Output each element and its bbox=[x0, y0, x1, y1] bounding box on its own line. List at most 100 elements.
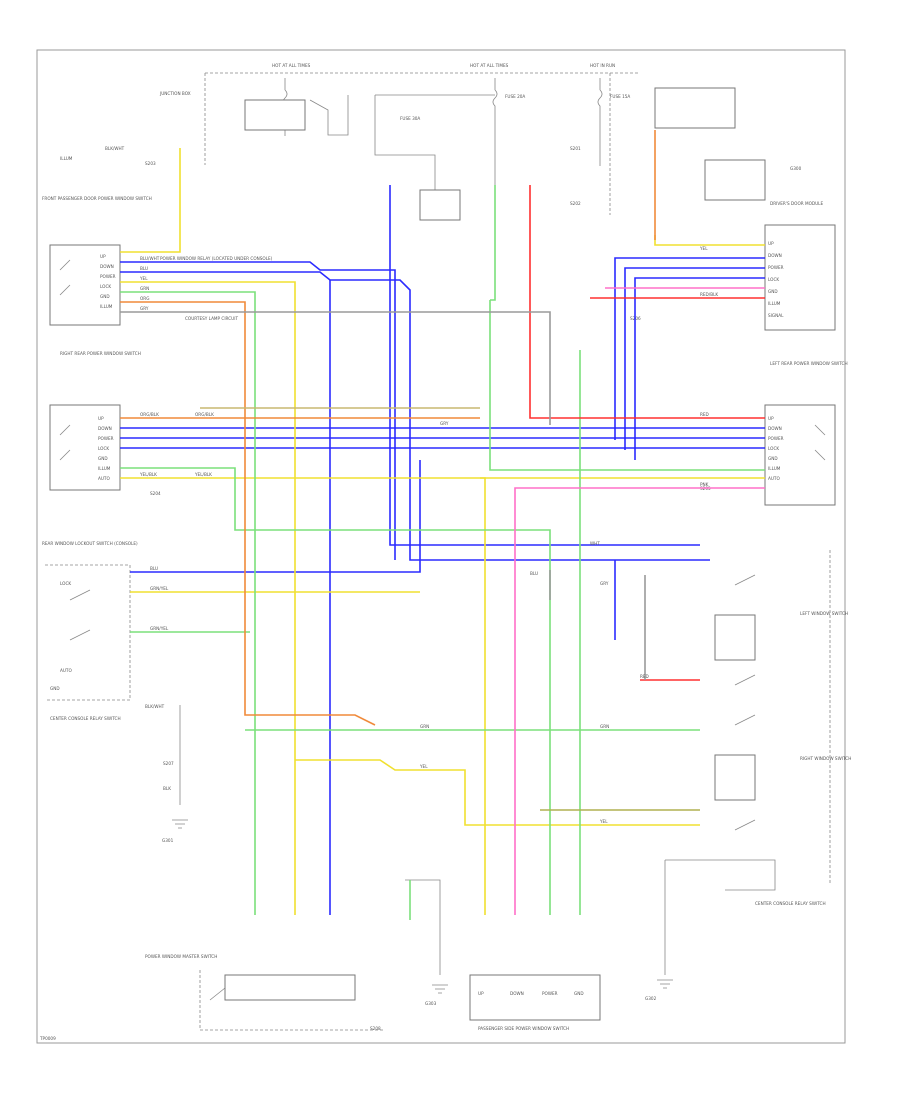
power-window-relay bbox=[244, 99, 306, 131]
rr-pin-illum: ILLUM bbox=[98, 466, 111, 471]
corner-label: TP0009 bbox=[39, 1036, 56, 1041]
pp-pin-1: UP bbox=[478, 991, 484, 996]
rl-ground-label: G301 bbox=[162, 838, 174, 843]
rl-wire: BLK/WHT bbox=[145, 704, 165, 709]
fp-pin-illum: ILLUM bbox=[100, 304, 113, 309]
fp-switch-contacts bbox=[59, 259, 71, 296]
wire-orange-1 bbox=[120, 301, 376, 726]
wc-23: GRY bbox=[600, 581, 609, 586]
fp-courtesy: COURTESY LAMP CIRCUIT bbox=[185, 316, 238, 321]
passenger-panel-label: PASSENGER SIDE POWER WINDOW SWITCH bbox=[478, 1026, 569, 1031]
wc-13: RED bbox=[700, 412, 709, 417]
wc-25: BLU bbox=[530, 571, 538, 576]
wire-yellow-5 bbox=[295, 759, 700, 826]
pp-pin-4: GND bbox=[574, 991, 584, 996]
rear-lockout-contacts bbox=[69, 589, 91, 641]
left-rear-switch bbox=[764, 404, 836, 506]
lr-pin-gnd: GND bbox=[768, 456, 778, 461]
wc-15: BLU bbox=[150, 566, 158, 571]
master-switch-box bbox=[224, 974, 356, 1001]
wc-6: GRY bbox=[140, 306, 149, 311]
wire-green-1 bbox=[490, 185, 496, 301]
right-master-box bbox=[714, 754, 756, 801]
fp-pin-gnd: GND bbox=[100, 294, 110, 299]
wc-26: WHT bbox=[590, 541, 600, 546]
right-rear-switch-group: RIGHT REAR POWER WINDOW SWITCH UP DOWN P… bbox=[49, 351, 161, 496]
wire-code-labels: BLU/WHT BLU YEL GRN ORG GRY ORG/BLK ORG/… bbox=[139, 246, 718, 824]
rr-pin-power: POWER bbox=[98, 436, 114, 441]
ddm-ground-label: G300 bbox=[790, 166, 802, 171]
diagram-frame bbox=[36, 49, 846, 1044]
lr-pin-illum: ILLUM bbox=[768, 466, 781, 471]
wc-7: ORG/BLK bbox=[140, 412, 159, 417]
front-passenger-switch-group: FRONT PASSENGER DOOR POWER WINDOW SWITCH… bbox=[42, 146, 238, 326]
wire-harness bbox=[120, 130, 765, 920]
fp-splice: S203 bbox=[145, 161, 156, 166]
wc-11: YEL bbox=[699, 246, 708, 251]
right-master-contacts bbox=[734, 714, 756, 831]
wire-yellow-3 bbox=[120, 477, 486, 915]
wire-blue-3 bbox=[389, 185, 700, 546]
left-master-contacts bbox=[734, 574, 756, 686]
center-console-wire bbox=[665, 859, 776, 891]
rr-pin-gnd: GND bbox=[98, 456, 108, 461]
center-console-ground bbox=[657, 979, 673, 989]
relay-wire bbox=[374, 94, 495, 195]
ddm-connector bbox=[704, 159, 766, 201]
wire-green-6 bbox=[489, 300, 765, 471]
splice-s2: S202 bbox=[570, 201, 581, 206]
lr-switch-contacts bbox=[814, 424, 826, 461]
right-master-label: RIGHT WINDOW SWITCH bbox=[800, 756, 851, 761]
front-passenger-switch-label: FRONT PASSENGER DOOR POWER WINDOW SWITCH bbox=[42, 196, 152, 201]
wc-4: GRN bbox=[140, 286, 149, 291]
ddm-pin-down: DOWN bbox=[768, 253, 782, 258]
center-console-label: CENTER CONSOLE RELAY SWITCH bbox=[755, 901, 826, 906]
wire-yellow-6 bbox=[654, 235, 765, 246]
wire-blue-9 bbox=[634, 277, 765, 460]
master-switch-label: POWER WINDOW MASTER SWITCH bbox=[145, 954, 217, 959]
wire-yellow-1 bbox=[120, 148, 181, 253]
ddm-pin-up: UP bbox=[768, 241, 774, 246]
rr-pin-up: UP bbox=[98, 416, 104, 421]
rr-pin-down: DOWN bbox=[98, 426, 112, 431]
wire-gray-1 bbox=[120, 311, 551, 425]
wc-14: PNK bbox=[700, 482, 709, 487]
left-rear-switch-group: LEFT REAR POWER WINDOW SWITCH UP DOWN PO… bbox=[700, 361, 848, 506]
lr-pin-lock: LOCK bbox=[768, 446, 779, 451]
relay-box-center bbox=[419, 189, 461, 221]
bottom-ground-label: G303 bbox=[425, 1001, 437, 1006]
wire-pink-1 bbox=[514, 487, 765, 915]
rr-pin-auto: AUTO bbox=[98, 476, 110, 481]
left-rear-switch-label: LEFT REAR POWER WINDOW SWITCH bbox=[770, 361, 848, 366]
top-fuse-area: HOT AT ALL TIMES HOT AT ALL TIMES HOT IN… bbox=[159, 63, 736, 261]
lr-pin-power: POWER bbox=[768, 436, 784, 441]
ddm-pin-gnd: GND bbox=[768, 289, 778, 294]
wc-17: GRN/YEL bbox=[150, 626, 169, 631]
wc-16: GRN/YEL bbox=[150, 586, 169, 591]
relay-label: POWER WINDOW RELAY (LOCATED UNDER CONSOL… bbox=[160, 256, 273, 261]
rl-splice: S207 bbox=[163, 761, 174, 766]
rear-lockout-outline bbox=[45, 564, 131, 701]
wc-3: YEL bbox=[139, 276, 148, 281]
ddm-pin-lock: LOCK bbox=[768, 277, 779, 282]
lr-pin-auto: AUTO bbox=[768, 476, 780, 481]
relay-contact bbox=[309, 95, 349, 136]
fuse-label-3: HOT IN RUN bbox=[590, 63, 615, 68]
wc-1: BLU/WHT bbox=[140, 256, 160, 261]
rl-wire-2: BLK bbox=[163, 786, 171, 791]
fp-top-pin: ILLUM bbox=[60, 156, 73, 161]
right-rear-switch bbox=[49, 404, 121, 491]
fuse-a-label: FUSE 20A bbox=[505, 94, 525, 99]
rl-ground-title: CENTER CONSOLE RELAY SWITCH bbox=[50, 716, 121, 721]
left-master-box bbox=[714, 614, 756, 661]
fp-top-wire: BLK/WHT bbox=[105, 146, 125, 151]
bottom-ground-wire bbox=[405, 879, 441, 975]
fuse-symbol-2 bbox=[492, 78, 498, 186]
wc-19: GRN bbox=[600, 724, 609, 729]
passenger-panel-connector bbox=[469, 974, 601, 1021]
drivers-door-module-group: DRIVER'S DOOR MODULE UP DOWN POWER LOCK … bbox=[630, 159, 836, 331]
bottom-components: POWER WINDOW MASTER SWITCH S208 G303 PAS… bbox=[145, 879, 601, 1031]
wc-20: YEL bbox=[419, 764, 428, 769]
wire-yellow-2 bbox=[120, 281, 296, 915]
